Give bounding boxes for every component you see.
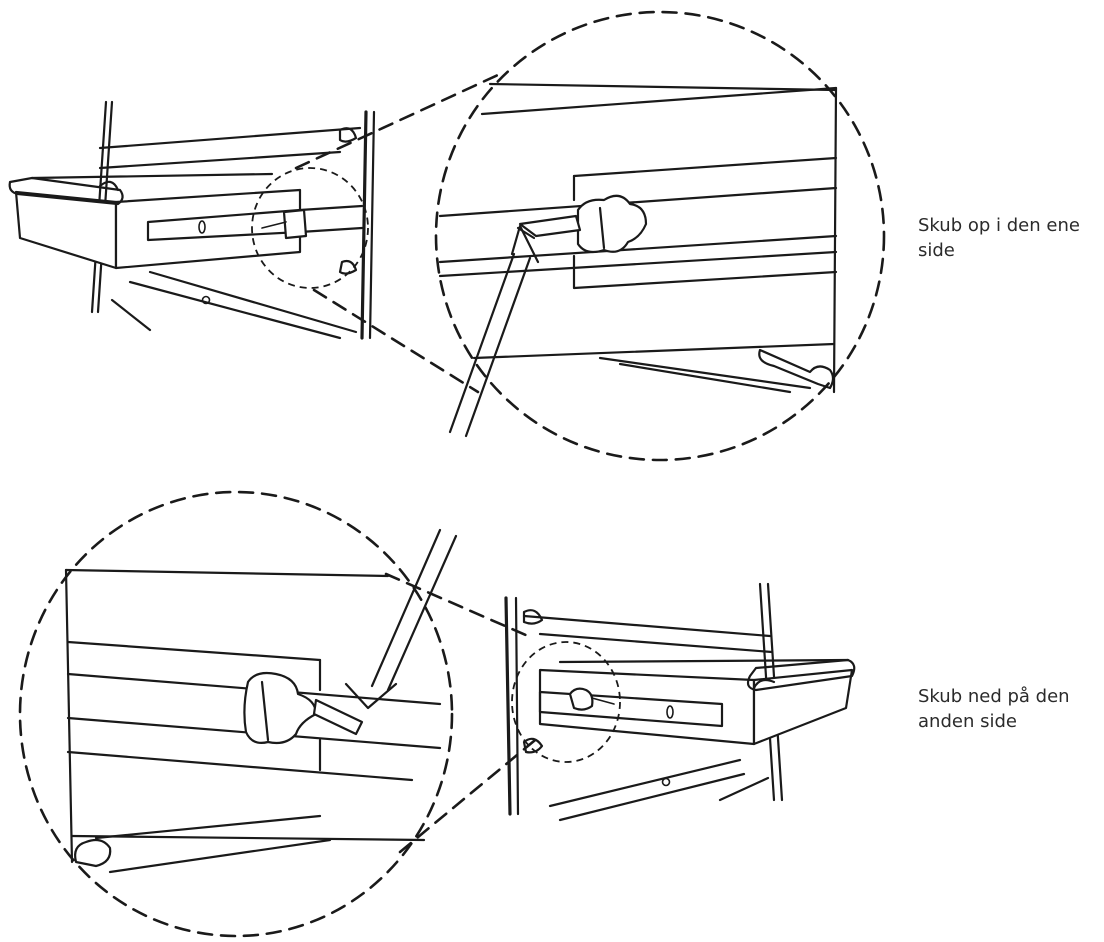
drawer-bottom — [538, 658, 856, 746]
caption-push-up: Skub op i den ene side — [918, 213, 1080, 263]
top-drawer-scene — [8, 10, 886, 462]
magnify-source-circle — [251, 167, 369, 289]
caption-line: Skub ned på den — [918, 686, 1070, 707]
magnified-rail-detail-bottom — [64, 528, 458, 874]
bottom-drawer-scene — [18, 490, 856, 938]
magnify-source-circle-bottom — [511, 641, 621, 763]
drawer — [8, 172, 302, 270]
magnified-view-circle-top — [434, 10, 886, 462]
caption-line: anden side — [918, 711, 1017, 732]
caption-line: Skub op i den ene — [918, 215, 1080, 236]
caption-line: side — [918, 240, 955, 261]
caption-push-down: Skub ned på den anden side — [918, 684, 1070, 734]
magnified-view-circle-bottom — [18, 490, 454, 938]
cabinet-post-left-bottom — [504, 596, 512, 816]
magnified-rail-detail-top — [438, 82, 838, 438]
cabinet-post-right — [360, 110, 368, 340]
